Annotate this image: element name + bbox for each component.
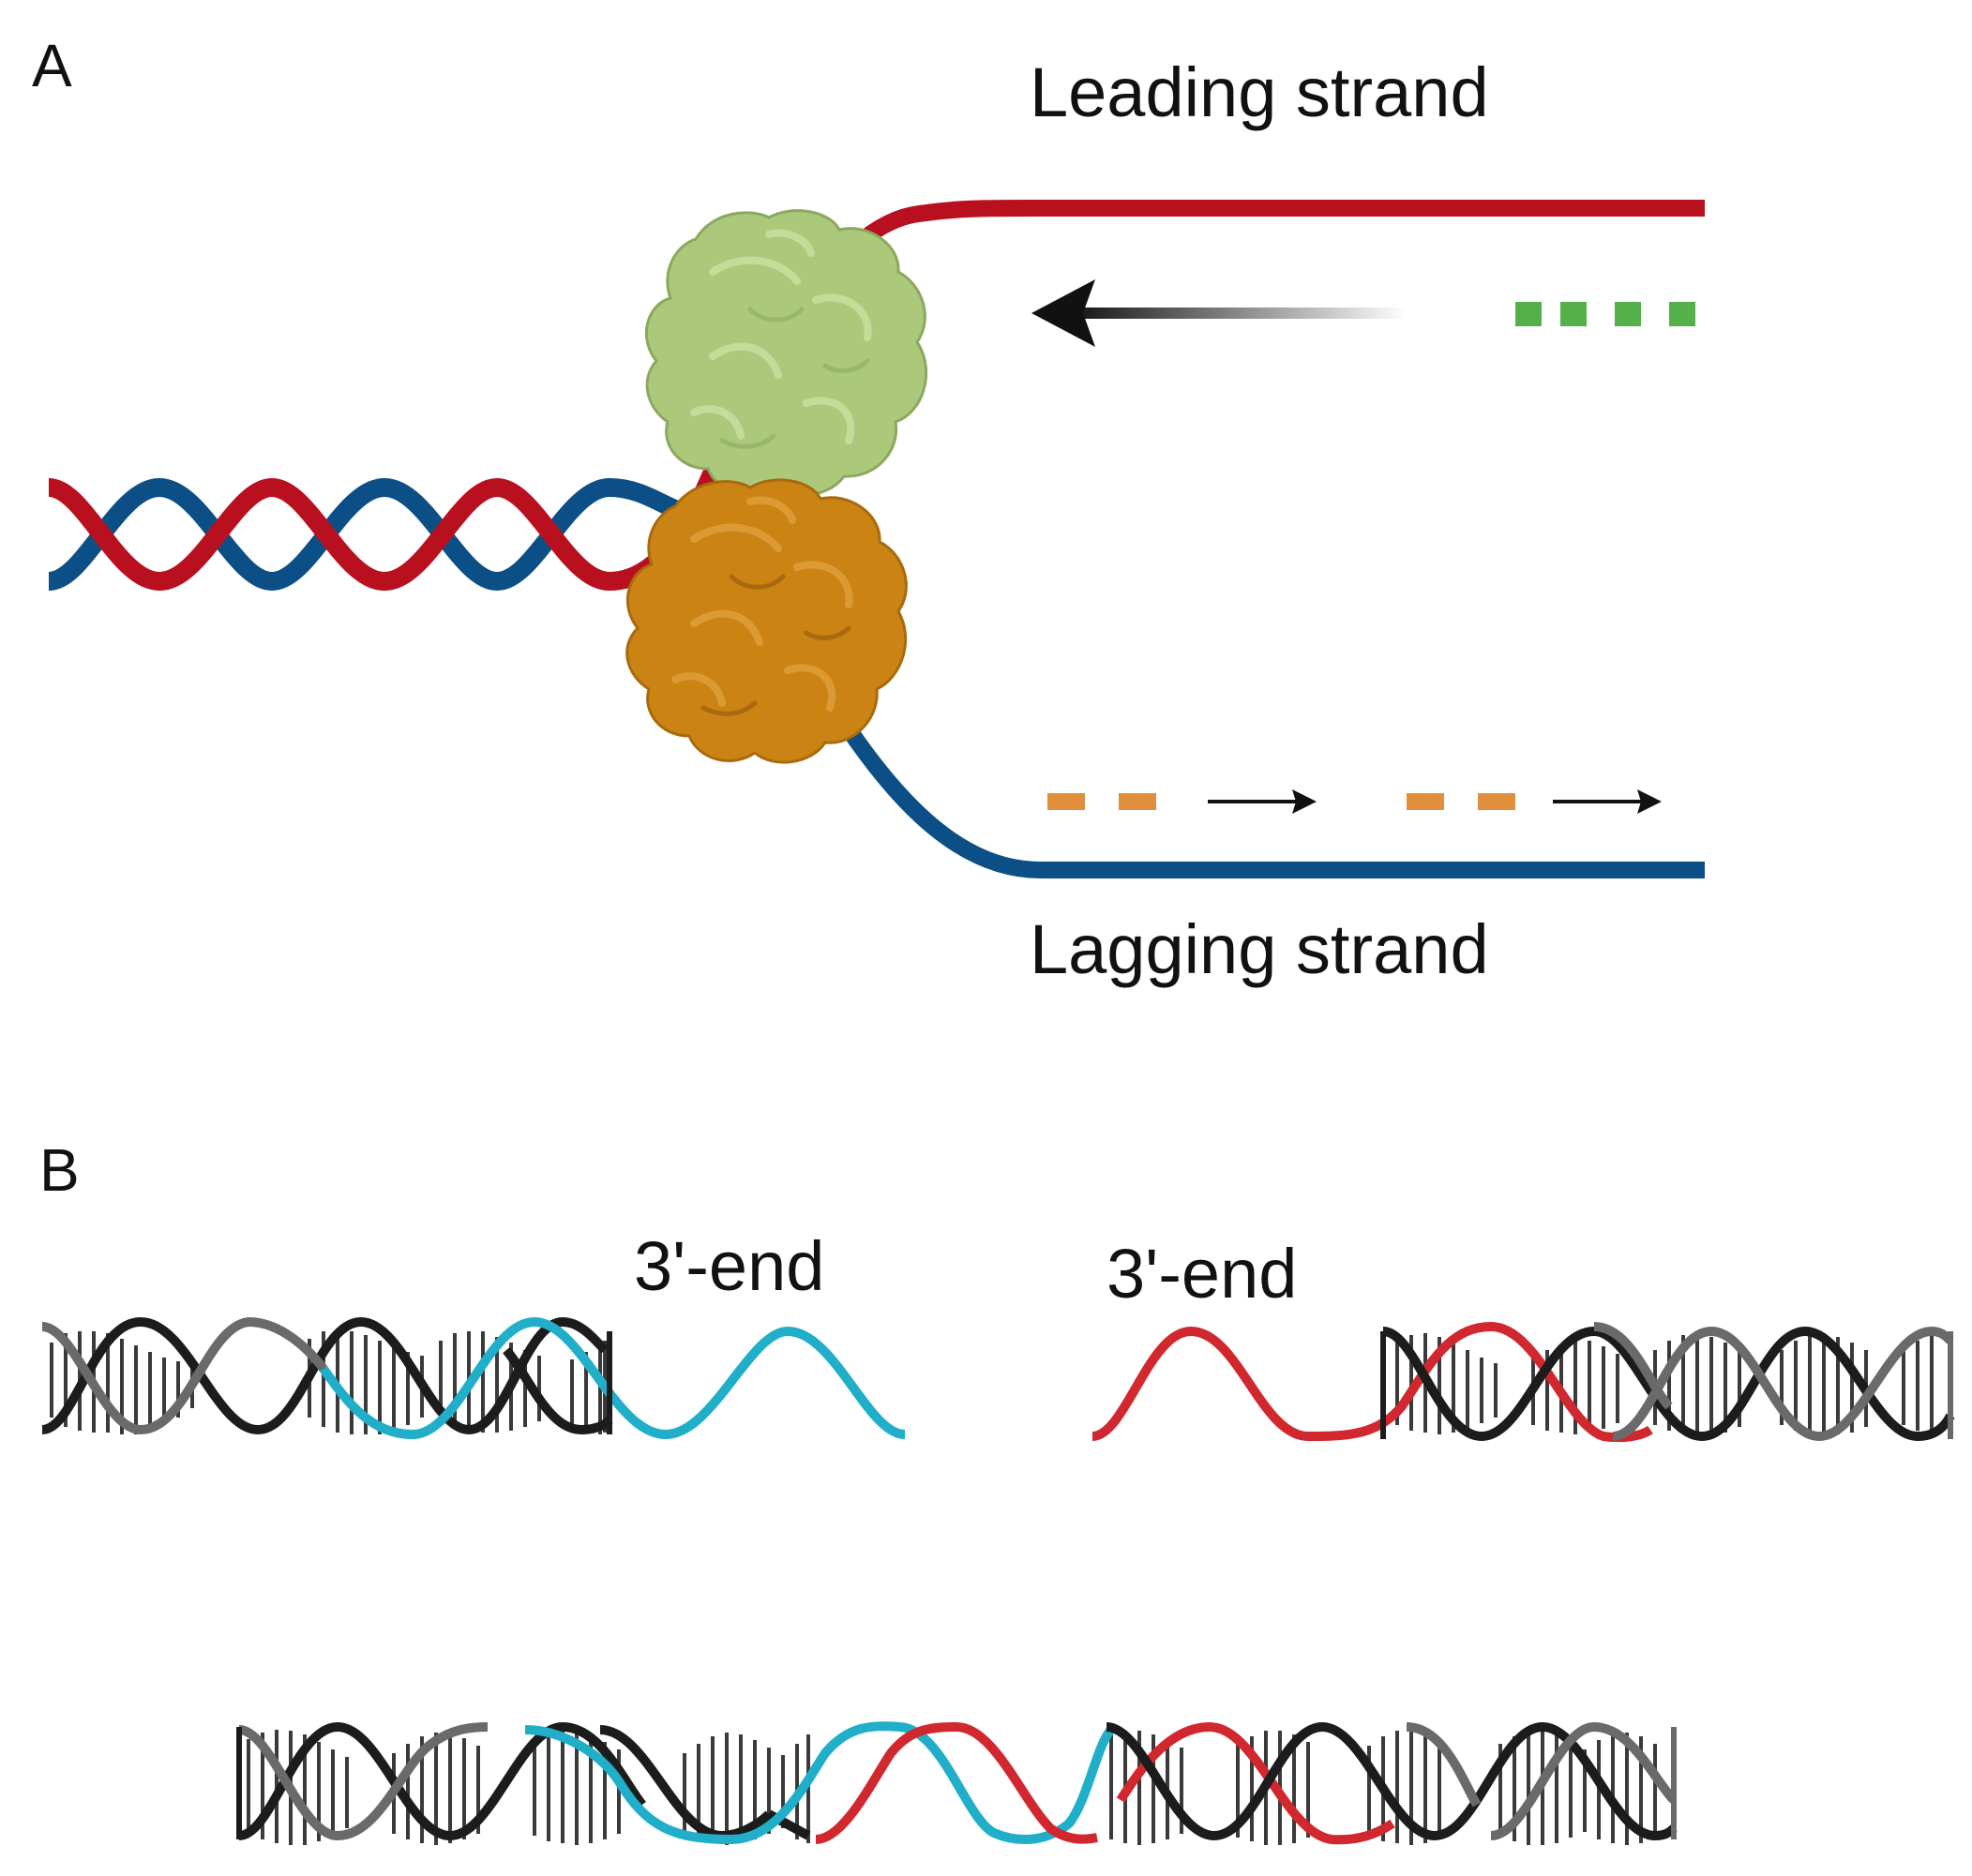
left-cyan-overhang-strand xyxy=(319,1316,906,1440)
left-duplex-grey-strand xyxy=(41,1316,327,1435)
left-3prime-end-label: 3'-end xyxy=(634,1227,824,1305)
leading-direction-arrow xyxy=(1031,279,1407,347)
helix-red-strand xyxy=(47,477,683,592)
leading-strand-label: Leading strand xyxy=(1030,53,1489,131)
joined-duplex-dark-right xyxy=(1106,1721,1678,1841)
lagging-okazaki-fragment-1 xyxy=(1047,793,1156,810)
joined-duplex-grey-right xyxy=(1406,1721,1678,1840)
panel-a-label: A xyxy=(32,32,72,99)
joined-dna-duplex xyxy=(236,1721,1678,1845)
parental-double-helix xyxy=(47,477,695,592)
lagging-direction-arrow-1 xyxy=(1208,789,1317,814)
leading-primer-dots xyxy=(1515,302,1695,326)
leading-strand-enzyme xyxy=(644,209,927,497)
joined-duplex-grey-left xyxy=(238,1722,489,1841)
joined-red-strand xyxy=(815,1721,1395,1845)
helix-blue-strand xyxy=(47,477,695,592)
joined-duplex-dark-left xyxy=(238,1721,646,1841)
right-3prime-end-label: 3'-end xyxy=(1106,1235,1297,1313)
lagging-okazaki-fragment-2 xyxy=(1407,793,1515,810)
lagging-template-strand xyxy=(818,689,1705,878)
left-duplex-dark-strand xyxy=(41,1316,609,1435)
left-dna-duplex xyxy=(41,1316,906,1440)
right-duplex-grey-strand xyxy=(1593,1322,1954,1442)
joined-cyan-strand xyxy=(524,1721,1115,1845)
right-duplex-dark-strand xyxy=(1382,1326,1955,1442)
left-duplex-black-end xyxy=(503,1346,613,1435)
panel-b-label: B xyxy=(39,1136,80,1204)
right-red-overhang-strand xyxy=(1091,1321,1653,1443)
right-dna-duplex xyxy=(1091,1321,1955,1443)
lagging-direction-arrow-2 xyxy=(1553,789,1662,814)
lagging-strand-label: Lagging strand xyxy=(1030,910,1489,988)
lagging-strand-enzyme xyxy=(625,478,908,764)
